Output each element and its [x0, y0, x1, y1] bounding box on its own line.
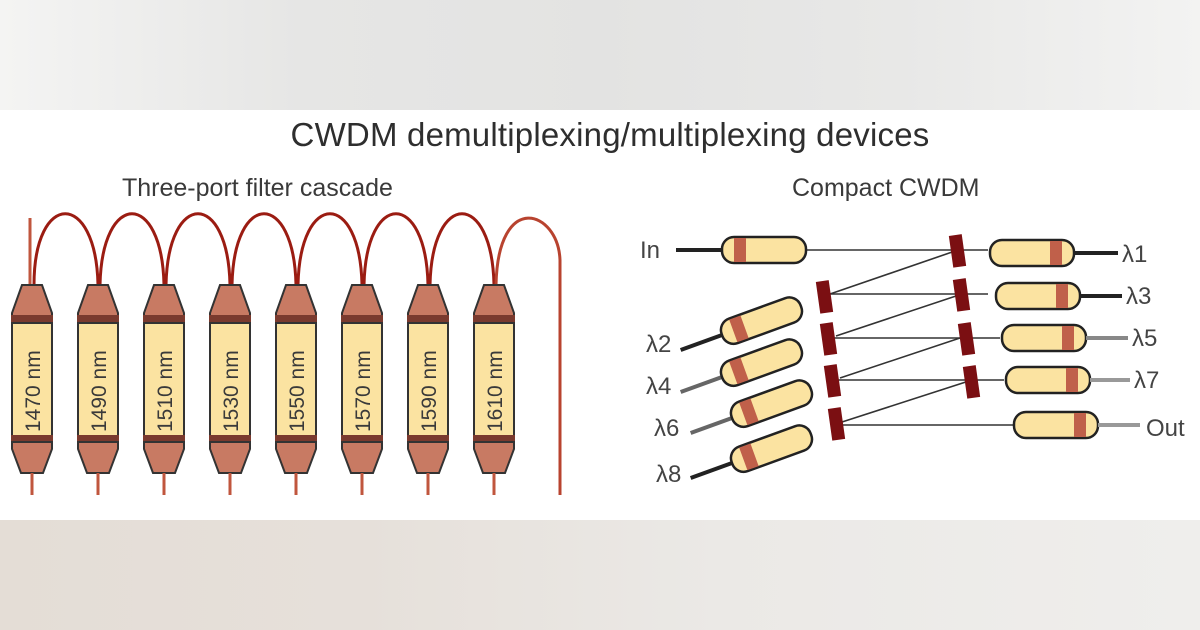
figure-title: CWDM demultiplexing/multiplexing devices	[290, 116, 930, 153]
left-panel-subtitle: Three-port filter cascade	[122, 174, 393, 202]
input-lambda-2: λ2	[646, 331, 671, 358]
filter-label-1470: 1470 nm	[22, 350, 45, 432]
output-label: Out	[1146, 415, 1185, 442]
filter-chips-right	[948, 234, 981, 399]
input-lambda-8: λ8	[656, 461, 681, 488]
filter-label-1510: 1510 nm	[154, 350, 177, 432]
input-label: In	[640, 237, 660, 264]
beam-paths	[806, 249, 1014, 426]
filter-chips-left	[815, 280, 846, 441]
bottom-background-band	[0, 520, 1200, 630]
output-lambda-1: λ1	[1122, 241, 1147, 268]
filter-label-1570: 1570 nm	[352, 350, 375, 432]
output-lambda-3: λ3	[1126, 283, 1151, 310]
filter-label-1490: 1490 nm	[88, 350, 111, 432]
top-background-band	[0, 0, 1200, 110]
filter-label-1610: 1610 nm	[484, 350, 507, 432]
output-collimators	[988, 238, 1140, 440]
input-lambda-4: λ4	[646, 373, 671, 400]
output-lambda-7: λ7	[1134, 367, 1159, 394]
filter-label-1530: 1530 nm	[220, 350, 243, 432]
fiber-loops	[28, 212, 562, 495]
filter-label-1590: 1590 nm	[418, 350, 441, 432]
output-lambda-5: λ5	[1132, 325, 1157, 352]
input-collimators	[679, 292, 817, 480]
input-fiber	[676, 235, 808, 265]
right-panel-subtitle: Compact CWDM	[792, 174, 980, 202]
input-lambda-6: λ6	[654, 415, 679, 442]
filter-label-1550: 1550 nm	[286, 350, 309, 432]
diagram-panel	[0, 110, 1200, 520]
